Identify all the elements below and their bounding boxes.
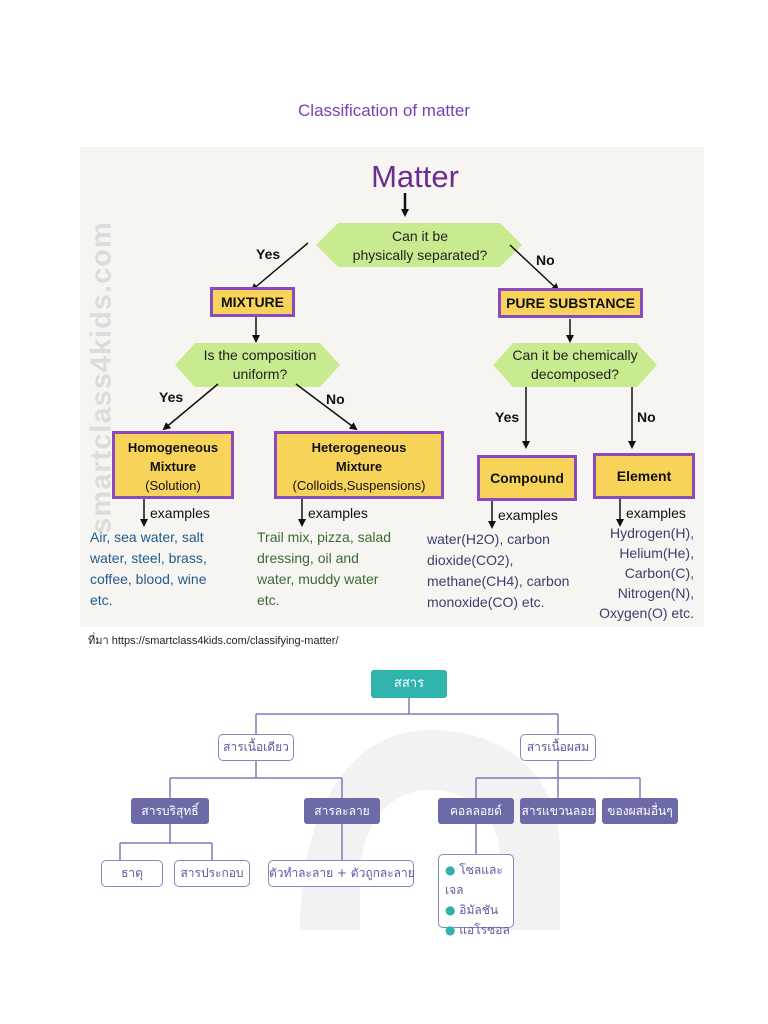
pure-substance-box: PURE SUBSTANCE (498, 288, 643, 318)
thai-colloid-types: ● โซลและเจล ● อิมัลชัน ● แอโรซอล (438, 854, 514, 937)
bullet-icon: ● (445, 903, 460, 917)
question-2: Is the composition uniform? (180, 346, 340, 384)
example-item: Hydrogen(H), (609, 525, 694, 541)
examples-label-compound: examples (498, 507, 558, 523)
example-item: dressing, oil and (257, 550, 359, 566)
arrow-yes-homogeneous (162, 383, 219, 431)
example-item: Helium(He), (619, 545, 694, 561)
arrow-no-heterogeneous (295, 383, 358, 431)
thai-root-matter: สสาร (371, 670, 447, 698)
heterogeneous-examples: Trail mix, pizza, salad dressing, oil an… (257, 527, 427, 611)
thai-pure-substance: สารบริสุทธิ์ (131, 798, 209, 824)
example-item: methane(CH4), carbon (427, 573, 570, 589)
thai-homogeneous: สารเนื้อเดียว (218, 734, 294, 761)
question-diamond-1 (316, 223, 522, 267)
colloid-type-label: แอโรซอล (459, 923, 510, 937)
thai-colloid: คอลลอยด์ (438, 798, 514, 824)
colloid-type-label: อิมัลชัน (459, 903, 499, 917)
examples-label-hetero: examples (308, 505, 368, 521)
example-item: etc. (257, 592, 280, 608)
heterogeneous-line-2: Mixture (335, 459, 383, 474)
example-item: water, steel, brass, (90, 550, 207, 566)
question-diamond-2 (175, 343, 340, 387)
matter-root-label: Matter (371, 159, 459, 194)
thai-heterogeneous: สารเนื้อผสม (520, 734, 596, 761)
list-item: ● อิมัลชัน (445, 900, 513, 920)
question-3-line-2: decomposed? (531, 366, 619, 382)
example-item: water(H2O), carbon (427, 531, 550, 547)
source-credit: ที่มา https://smartclass4kids.com/classi… (88, 635, 339, 647)
example-item: coffee, blood, wine (90, 571, 207, 587)
heterogeneous-box: Heterogeneous Mixture (Colloids,Suspensi… (274, 431, 444, 499)
question-1-line-2: physically separated? (352, 247, 488, 263)
colloid-type-label: โซลและเจล (445, 863, 503, 897)
thai-solvent-solute: ตัวทำละลาย + ตัวถูกละลาย (268, 860, 415, 887)
thai-solution: สารละลาย (304, 798, 380, 824)
question-2-line-1: Is the composition (203, 347, 317, 363)
element-examples: Hydrogen(H), Helium(He), Carbon(C), Nitr… (586, 523, 694, 623)
label-yes-2: Yes (159, 389, 184, 405)
label-no-2: No (326, 391, 345, 407)
example-item: Carbon(C), (624, 565, 694, 581)
list-item: ● โซลและเจล (445, 860, 513, 900)
homogeneous-line-2: Mixture (149, 459, 197, 474)
compound-box: Compound (477, 455, 577, 501)
example-item: dioxide(CO2), (427, 552, 514, 568)
arrow-no-pure (509, 244, 560, 292)
thai-tree-connectors (119, 698, 641, 930)
question-3: Can it be chemically decomposed? (495, 346, 655, 384)
homogeneous-examples: Air, sea water, salt water, steel, brass… (90, 527, 250, 611)
example-item: Air, sea water, salt (90, 529, 204, 545)
tree-lines (119, 698, 641, 860)
examples-label-element: examples (626, 505, 686, 521)
page-title: Classification of matter (298, 101, 470, 120)
example-item: monoxide(CO) etc. (427, 594, 545, 610)
heterogeneous-line-1: Heterogeneous (311, 440, 407, 455)
label-yes-3: Yes (495, 409, 520, 425)
thai-element: ธาตุ (101, 860, 163, 887)
homogeneous-line-1: Homogeneous (127, 440, 219, 455)
bullet-icon: ● (445, 863, 460, 877)
homogeneous-line-3: (Solution) (145, 478, 201, 493)
question-3-line-1: Can it be chemically (512, 347, 638, 363)
question-2-line-2: uniform? (232, 366, 288, 382)
homogeneous-box: Homogeneous Mixture (Solution) (112, 431, 234, 499)
label-no-3: No (637, 409, 656, 425)
question-1: Can it be physically separated? (330, 227, 510, 265)
question-diamond-3 (493, 343, 657, 387)
example-item: Trail mix, pizza, salad (257, 529, 392, 545)
example-item: Nitrogen(N), (617, 585, 694, 601)
heterogeneous-line-3: (Colloids,Suspensions) (292, 478, 426, 493)
mixture-box: MIXTURE (210, 287, 295, 317)
label-yes-1: Yes (256, 246, 281, 262)
example-item: Oxygen(O) etc. (599, 605, 694, 621)
background-watermark-shape (300, 730, 560, 930)
thai-compound: สารประกอบ (174, 860, 250, 887)
bullet-icon: ● (445, 923, 460, 937)
label-no-1: No (536, 252, 555, 268)
element-box: Element (593, 453, 695, 499)
thai-other-mixtures: ของผสมอื่นๆ (602, 798, 678, 824)
arrow-yes-mixture (250, 242, 309, 292)
question-1-line-1: Can it be (391, 228, 449, 244)
compound-examples: water(H2O), carbon dioxide(CO2), methane… (427, 529, 597, 613)
diagram-connectors (140, 193, 657, 529)
thai-suspension: สารแขวนลอย (520, 798, 596, 824)
list-item: ● แอโรซอล (445, 920, 513, 940)
matter-classification-diagram: smartclass4kids.com Matter Can it be phy… (80, 147, 704, 627)
example-item: water, muddy water (257, 571, 379, 587)
example-item: etc. (90, 592, 113, 608)
examples-label-homo: examples (150, 505, 210, 521)
